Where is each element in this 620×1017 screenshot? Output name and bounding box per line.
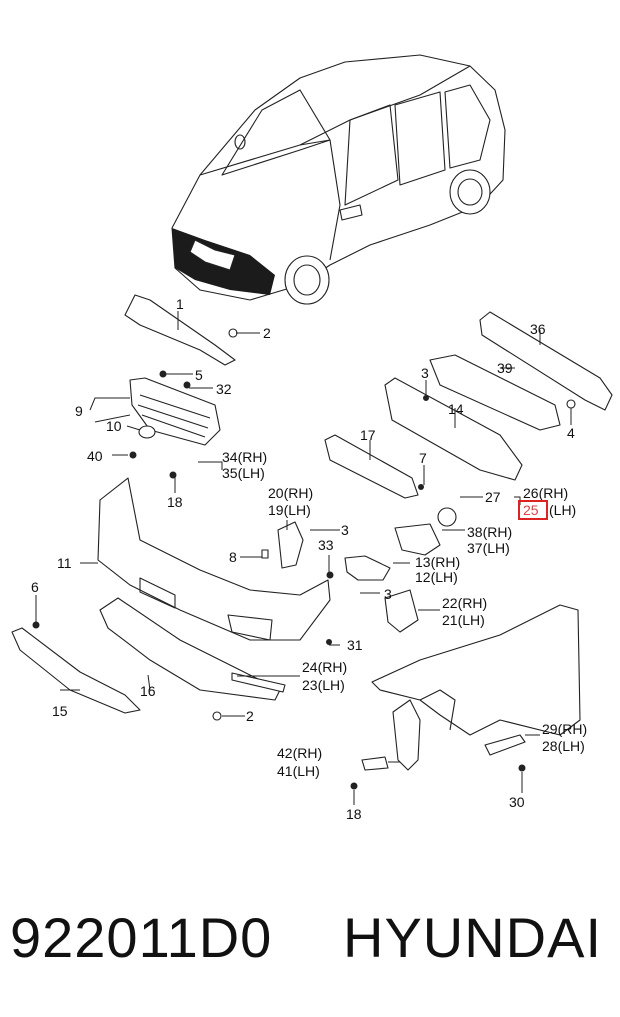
callout-35-lh: 35(LH) <box>222 465 265 481</box>
callout-14: 14 <box>448 401 464 417</box>
callout-12-lh: 12(LH) <box>415 569 458 585</box>
callout-15: 15 <box>52 703 68 719</box>
callout-39: 39 <box>497 360 513 376</box>
callout-3-top: 3 <box>421 365 429 381</box>
callout-26-rh: 26(RH) <box>523 485 568 501</box>
brand-text: HYUNDAI <box>343 906 603 969</box>
callout-4: 4 <box>567 425 575 441</box>
callout-37-lh: 37(LH) <box>467 540 510 556</box>
callout-3-mid: 3 <box>341 522 349 538</box>
callout-33: 33 <box>318 537 334 553</box>
callout-2-top: 2 <box>263 325 271 341</box>
callout-18-left: 18 <box>167 494 183 510</box>
callout-3-bottom: 3 <box>384 586 392 602</box>
callout-6: 6 <box>31 579 39 595</box>
callout-34-rh: 34(RH) <box>222 449 267 465</box>
leader-lines <box>35 311 572 805</box>
parts-drawings <box>11 294 613 790</box>
callout-29-rh: 29(RH) <box>542 721 587 737</box>
callout-5: 5 <box>195 367 203 383</box>
callout-1: 1 <box>176 296 184 312</box>
callout-7: 7 <box>419 450 427 466</box>
callout-8: 8 <box>229 549 237 565</box>
callout-10: 10 <box>106 418 122 434</box>
callout-22-rh: 22(RH) <box>442 595 487 611</box>
parts-exploded-diagram: 1 2 5 32 9 10 40 34(RH) 35(LH) 18 11 6 1… <box>11 54 613 822</box>
callout-30: 30 <box>509 794 525 810</box>
callout-32: 32 <box>216 381 232 397</box>
callout-24-rh: 24(RH) <box>302 659 347 675</box>
callout-31: 31 <box>347 637 363 653</box>
callout-21-lh: 21(LH) <box>442 612 485 628</box>
part-number-text: 922011D0 <box>10 906 273 969</box>
highlight-box-25 <box>518 500 548 520</box>
callout-19-lh: 19(LH) <box>268 502 311 518</box>
vehicle-illustration <box>171 54 506 305</box>
callout-13-rh: 13(RH) <box>415 554 460 570</box>
callout-25-highlighted: 25 <box>523 502 539 518</box>
callout-40: 40 <box>87 448 103 464</box>
callout-38-rh: 38(RH) <box>467 524 512 540</box>
callout-11: 11 <box>57 555 72 571</box>
callout-9: 9 <box>75 403 83 419</box>
callout-18-bottom: 18 <box>346 806 362 822</box>
callout-27: 27 <box>485 489 501 505</box>
callout-25-lh: (LH) <box>549 502 576 518</box>
callout-42-rh: 42(RH) <box>277 745 322 761</box>
callout-20-rh: 20(RH) <box>268 485 313 501</box>
callout-28-lh: 28(LH) <box>542 738 585 754</box>
callout-16: 16 <box>140 683 156 699</box>
callout-17: 17 <box>360 427 376 443</box>
callout-36: 36 <box>530 321 546 337</box>
callout-23-lh: 23(LH) <box>302 677 345 693</box>
callout-2-bottom: 2 <box>246 708 254 724</box>
callout-labels: 1 2 5 32 9 10 40 34(RH) 35(LH) 18 11 6 1… <box>31 296 587 822</box>
callout-41-lh: 41(LH) <box>277 763 320 779</box>
